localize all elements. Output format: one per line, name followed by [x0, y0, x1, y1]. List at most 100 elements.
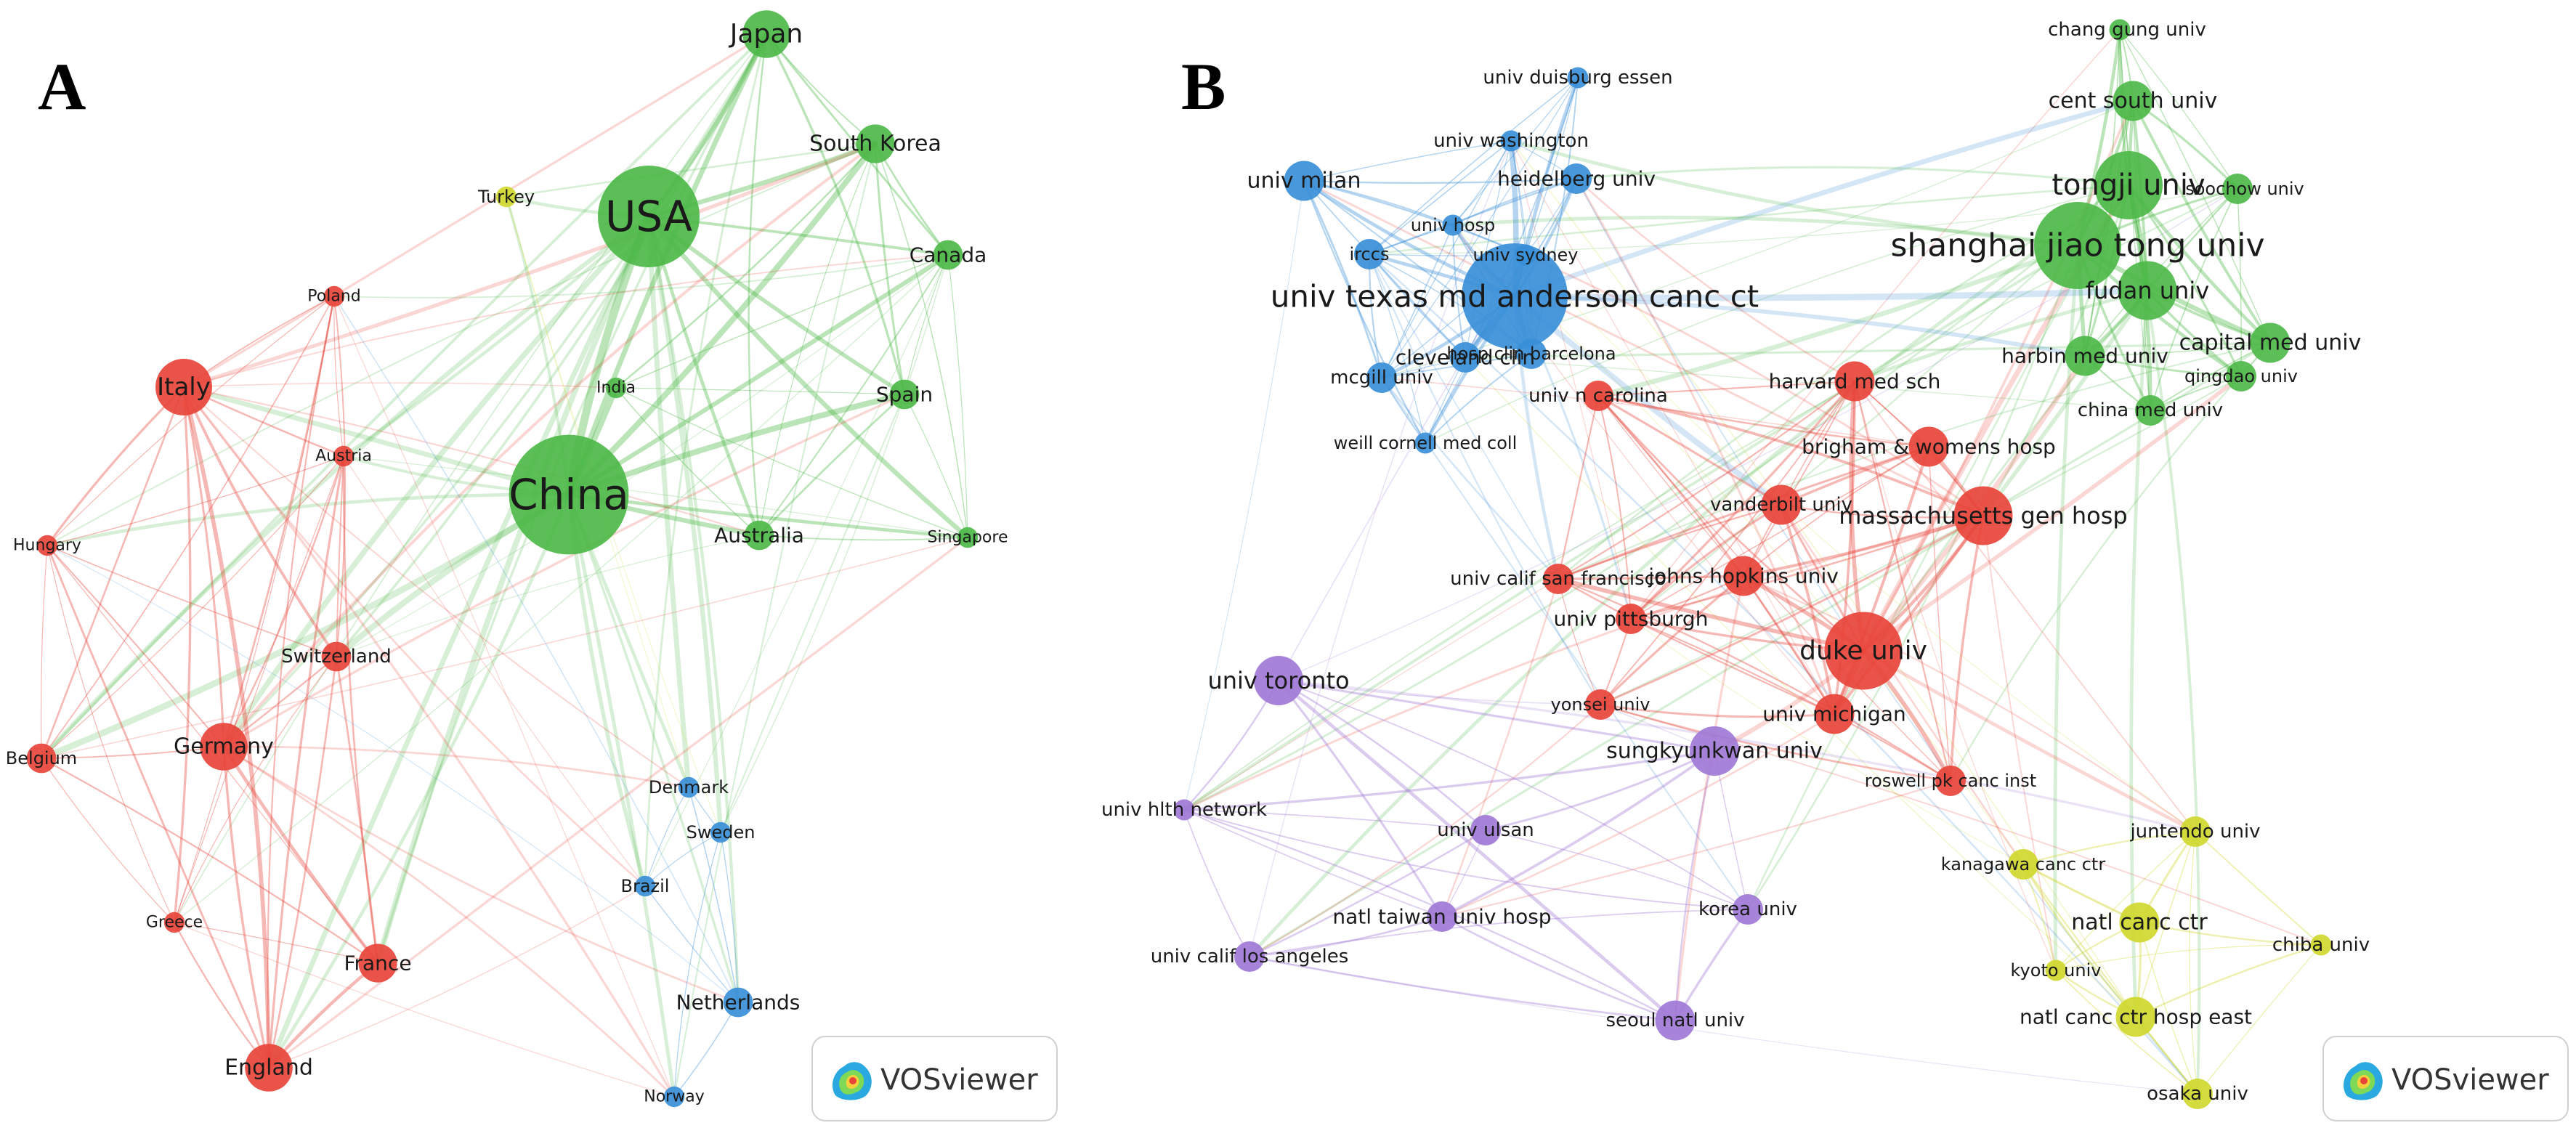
- collaboration-link: [46, 296, 335, 546]
- network-node[interactable]: [2113, 81, 2153, 121]
- collaboration-link: [1303, 180, 1466, 358]
- network-node[interactable]: [1516, 338, 1547, 369]
- collaboration-link: [1183, 809, 1443, 917]
- collaboration-link: [1557, 575, 1745, 580]
- network-node[interactable]: [856, 124, 895, 163]
- network-node[interactable]: [1908, 426, 1949, 467]
- collaboration-link: [567, 493, 740, 1004]
- network-node[interactable]: [1414, 432, 1436, 454]
- network-node[interactable]: [723, 987, 753, 1018]
- network-node[interactable]: [2065, 336, 2105, 376]
- network-node[interactable]: [2180, 816, 2211, 847]
- collaboration-link: [1597, 394, 1985, 517]
- collaboration-link: [2084, 342, 2271, 357]
- collaboration-link: [1630, 29, 2121, 620]
- network-node[interactable]: [2226, 361, 2256, 391]
- network-node[interactable]: [957, 527, 979, 548]
- network-node[interactable]: [321, 641, 352, 672]
- network-node[interactable]: [2008, 849, 2038, 880]
- network-node[interactable]: [598, 166, 700, 267]
- network-node[interactable]: [1761, 484, 1802, 525]
- network-node[interactable]: [1500, 130, 1522, 152]
- network-node[interactable]: [2034, 202, 2121, 289]
- network-node[interactable]: [163, 912, 185, 933]
- collaboration-link: [46, 545, 175, 923]
- network-node[interactable]: [710, 821, 732, 843]
- network-node[interactable]: [1567, 67, 1589, 89]
- network-node[interactable]: [634, 875, 656, 897]
- panel-a-letter: A: [38, 49, 86, 123]
- network-node[interactable]: [1616, 604, 1646, 634]
- collaboration-link: [646, 214, 724, 835]
- network-node[interactable]: [933, 240, 963, 270]
- network-node[interactable]: [2250, 322, 2291, 363]
- network-node[interactable]: [1561, 163, 1592, 194]
- network-node[interactable]: [1935, 766, 1966, 796]
- collaboration-link: [1742, 575, 2197, 833]
- node-label: Poland: [307, 288, 360, 306]
- network-node[interactable]: [2182, 1079, 2213, 1109]
- network-node[interactable]: [200, 723, 248, 771]
- network-node[interactable]: [1442, 214, 1464, 236]
- network-node[interactable]: [2310, 934, 2332, 956]
- collaboration-link: [1630, 618, 2140, 923]
- network-node[interactable]: [2109, 19, 2131, 41]
- network-node[interactable]: [2118, 261, 2177, 320]
- network-node[interactable]: [1366, 362, 1397, 393]
- network-node[interactable]: [678, 776, 700, 798]
- network-node[interactable]: [36, 535, 58, 556]
- collaboration-link: [182, 386, 647, 888]
- collaboration-link: [2195, 831, 2322, 946]
- network-node[interactable]: [2115, 997, 2156, 1037]
- network-node[interactable]: [2094, 151, 2163, 219]
- network-node[interactable]: [2135, 395, 2166, 426]
- network-node[interactable]: [155, 359, 212, 415]
- network-node[interactable]: [742, 10, 790, 58]
- collaboration-link: [1597, 394, 1783, 506]
- node-label: shanghai jiao tong univ: [1891, 227, 2265, 264]
- network-node[interactable]: [1173, 799, 1195, 821]
- network-node[interactable]: [2222, 174, 2253, 204]
- collaboration-link: [1248, 955, 1677, 1022]
- network-node[interactable]: [663, 1086, 685, 1108]
- network-node[interactable]: [1543, 564, 1573, 594]
- network-node[interactable]: [1655, 1000, 1696, 1041]
- network-node[interactable]: [358, 944, 397, 983]
- network-node[interactable]: [1462, 243, 1568, 349]
- node-label: China: [509, 470, 629, 519]
- network-node[interactable]: [1354, 239, 1385, 269]
- network-node[interactable]: [26, 743, 57, 774]
- network-node[interactable]: [323, 285, 345, 307]
- vosviewer-wordmark: VOSviewer: [2391, 1063, 2549, 1097]
- node-label: univ ulsan: [1437, 819, 1534, 841]
- network-node[interactable]: [1427, 901, 1457, 932]
- network-node[interactable]: [1254, 656, 1303, 705]
- network-node[interactable]: [495, 186, 517, 208]
- network-node[interactable]: [2119, 902, 2160, 943]
- node-label: univ michigan: [1762, 702, 1905, 726]
- network-node[interactable]: [889, 379, 920, 410]
- network-node[interactable]: [1585, 689, 1616, 720]
- network-node[interactable]: [2045, 959, 2067, 981]
- network-node[interactable]: [333, 445, 355, 467]
- network-node[interactable]: [605, 377, 627, 399]
- network-node[interactable]: [1733, 894, 1763, 925]
- network-node[interactable]: [1284, 161, 1324, 201]
- network-node[interactable]: [1234, 941, 1265, 972]
- network-node[interactable]: [1834, 361, 1875, 402]
- network-node[interactable]: [1723, 556, 1764, 596]
- node-label: massachusetts gen hosp: [1839, 502, 2127, 529]
- network-node[interactable]: [1583, 381, 1613, 411]
- node-label: Spain: [876, 383, 933, 407]
- node-label: Singapore: [928, 529, 1008, 547]
- network-node[interactable]: [1814, 694, 1855, 734]
- network-node[interactable]: [245, 1044, 293, 1092]
- network-node[interactable]: [744, 520, 774, 551]
- network-node[interactable]: [509, 434, 629, 555]
- network-node[interactable]: [1690, 726, 1739, 776]
- network-node[interactable]: [1953, 486, 2013, 545]
- network-node[interactable]: [1450, 342, 1481, 373]
- network-node[interactable]: [1824, 612, 1903, 690]
- network-node[interactable]: [1470, 815, 1501, 845]
- collaboration-link: [673, 832, 721, 1097]
